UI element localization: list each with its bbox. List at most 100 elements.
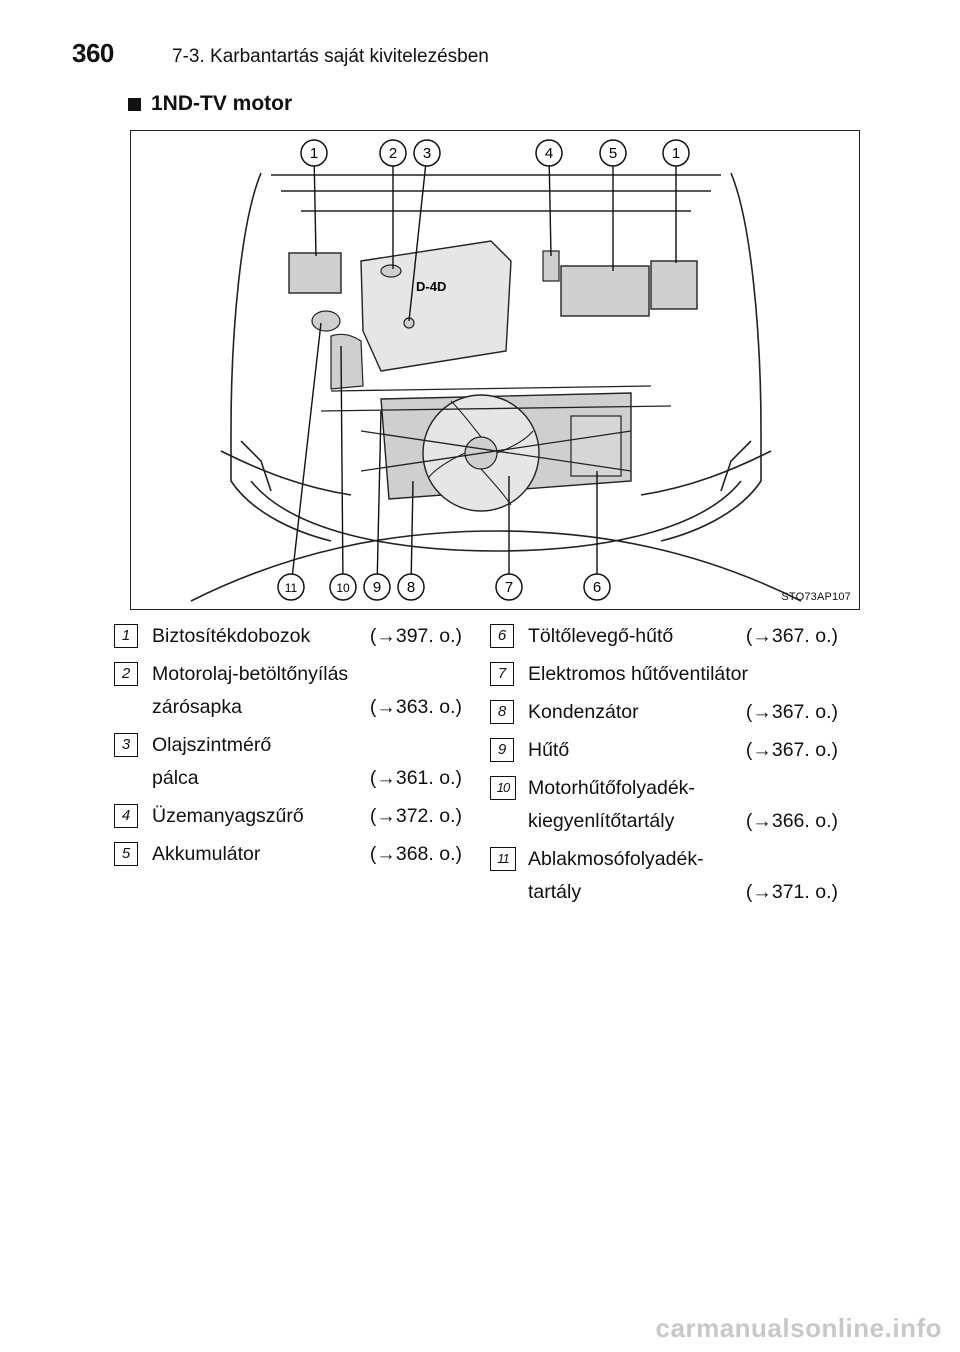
callout-circle	[535, 139, 563, 167]
legend-item-label: Hűtő	[528, 739, 570, 761]
legend-item: 1 Biztosítékdobozok (→397. o.)	[112, 620, 462, 653]
page-number: 360	[72, 38, 114, 68]
legend-item-label: Biztosítékdobozok	[152, 625, 311, 647]
legend-item-label: Motorolaj-betöltőnyílás	[152, 663, 349, 685]
callout-label: 4	[545, 145, 553, 162]
page-reference-link[interactable]: (→368. o.)	[369, 843, 462, 865]
callout-circle	[379, 139, 407, 167]
legend-item-label: Motorhűtőfolyadék-	[528, 777, 695, 799]
callout-leader-line	[340, 345, 344, 588]
callout-label: 2	[389, 145, 397, 162]
callout-leader-line	[376, 410, 382, 588]
callout-circle	[300, 139, 328, 167]
legend-right-column: 6 Töltőlevegő-hűtő (→367. o.) 7 Elektromos h…	[488, 620, 838, 914]
callout-label: 11	[285, 581, 298, 595]
callout-marker: 6	[583, 573, 611, 601]
legend-left-column: 1 Biztosítékdobozok (→397. o.) 2 Motorolaj-b…	[112, 620, 462, 876]
section-title: 7-3. Karbantartás saját kivitelezésben	[172, 46, 489, 67]
legend-item-label: Töltőlevegő-hűtő	[528, 625, 674, 647]
callout-marker: 8	[397, 573, 425, 601]
heading: 1ND-TV motor	[128, 92, 292, 116]
callout-leader-line	[548, 152, 552, 257]
legend-item: 5 Akkumulátor (→368. o.)	[112, 838, 462, 871]
callout-number-badge: 2	[114, 662, 138, 686]
callout-number-badge: 8	[490, 700, 514, 724]
callout-label: 5	[609, 145, 617, 162]
legend-item: 3 Olajszintmérő pálca (→361. o.)	[112, 729, 462, 795]
callout-number-badge: 4	[114, 804, 138, 828]
callout-number-badge: 6	[490, 624, 514, 648]
callout-number-badge: 1	[114, 624, 138, 648]
callout-lines	[290, 152, 677, 588]
legend-item: 7 Elektromos hűtőventilátor	[488, 658, 838, 691]
callout-label: 1	[310, 145, 318, 162]
callout-label: 3	[423, 145, 431, 162]
legend-item-label: zárósapka	[152, 696, 242, 718]
callout-label: 10	[336, 581, 350, 595]
legend-item: 11 Ablakmosófolyadék-tartály (→371. o.)	[488, 843, 838, 909]
callout-marker: 7	[495, 573, 523, 601]
legend-item: 2 Motorolaj-betöltőnyílás zárósapka (→363. …	[112, 658, 462, 724]
callout-circle	[495, 573, 523, 601]
callout-marker: 4	[535, 139, 563, 167]
page-reference-link[interactable]: (→361. o.)	[369, 767, 462, 789]
callout-leader-line	[290, 322, 322, 588]
callout-leader-line	[313, 152, 317, 257]
page-reference-link[interactable]: (→372. o.)	[369, 805, 462, 827]
figure-code: STO73AP107	[781, 591, 851, 603]
engine-badge-text: D-4D	[416, 279, 446, 294]
legend-item-label: Üzemanyagszűrő	[152, 805, 304, 827]
page-reference-link[interactable]: (→367. o.)	[745, 625, 838, 647]
callout-leader-line	[408, 152, 428, 322]
callout-number-badge: 7	[490, 662, 514, 686]
page-reference-link[interactable]: (→367. o.)	[745, 701, 838, 723]
callout-number-badge: 5	[114, 842, 138, 866]
legend-item-label: Ablakmosófolyadék-	[528, 848, 704, 870]
callout-marker: 5	[599, 139, 627, 167]
callout-circle	[363, 573, 391, 601]
callout-circle	[583, 573, 611, 601]
page-reference-link[interactable]: (→366. o.)	[745, 810, 838, 832]
callout-circle	[413, 139, 441, 167]
legend-item: 4 Üzemanyagszűrő (→372. o.)	[112, 800, 462, 833]
callout-label: 8	[407, 579, 415, 596]
callout-marker: 1	[662, 139, 690, 167]
callout-leader-line	[410, 480, 414, 588]
legend-item: 8 Kondenzátor (→367. o.)	[488, 696, 838, 729]
legend-item: 9 Hűtő (→367. o.)	[488, 734, 838, 767]
engine-bay-outline	[190, 172, 802, 602]
callout-circle	[599, 139, 627, 167]
page-reference-link[interactable]: (→397. o.)	[369, 625, 462, 647]
callout-marker: 2	[379, 139, 407, 167]
callout-marker: 11	[277, 573, 305, 601]
page-reference-link[interactable]: (→371. o.)	[745, 881, 838, 903]
page-reference-link[interactable]: (→367. o.)	[745, 739, 838, 761]
watermark: carmanualsonline.info	[655, 1313, 942, 1343]
legend-item-label: pálca	[152, 767, 199, 789]
page-reference-link[interactable]: (→363. o.)	[369, 696, 462, 718]
callout-number-badge: 3	[114, 733, 138, 757]
legend-item-label: Akkumulátor	[152, 843, 261, 865]
callout-marker: 3	[413, 139, 441, 167]
callout-circle	[277, 573, 305, 601]
legend-item-label: tartály	[528, 881, 582, 903]
legend-item-label: Elektromos hűtőventilátor	[528, 663, 749, 685]
callout-marker: 10	[329, 573, 357, 601]
callout-circle	[662, 139, 690, 167]
callout-number-badge: 9	[490, 738, 514, 762]
callout-marker: 1	[300, 139, 328, 167]
callout-label: 6	[593, 579, 601, 596]
legend-item: 6 Töltőlevegő-hűtő (→367. o.)	[488, 620, 838, 653]
callout-label: 9	[373, 579, 381, 596]
legend-item-label: Olajszintmérő	[152, 734, 272, 756]
callout-circle	[329, 573, 357, 601]
callout-number-badge: 11	[490, 847, 516, 871]
legend-item-label: Kondenzátor	[528, 701, 639, 723]
callout-label: 7	[505, 579, 513, 596]
square-bullet-icon	[128, 97, 141, 111]
heading-text: 1ND-TV motor	[151, 92, 293, 115]
